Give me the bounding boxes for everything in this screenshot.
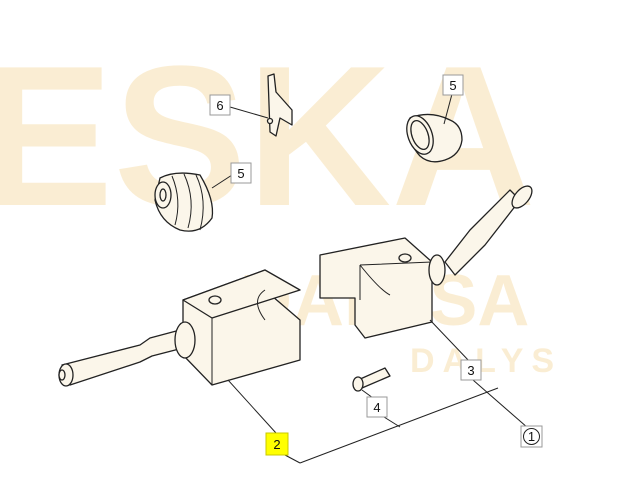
watermark-small: DALYS [410,342,562,380]
callout-4[interactable]: 4 [366,396,388,418]
callout-1[interactable]: 1 [520,425,543,448]
svg-text:5: 5 [237,166,244,181]
switch-left-part [58,269,301,387]
plate-part [267,73,293,137]
svg-text:6: 6 [216,98,223,113]
plate-hole [266,117,274,125]
bellows-left-part [154,172,214,232]
leader-lines [211,93,529,464]
callout-5-top[interactable]: 5 [442,74,464,96]
callout-2-highlighted[interactable]: 2 [265,432,289,456]
svg-text:4: 4 [373,400,380,415]
switch-right-part [319,185,533,339]
bellows-right-part [406,113,463,163]
callout-3[interactable]: 3 [460,359,482,381]
svg-text:3: 3 [467,363,474,378]
callout-6[interactable]: 6 [209,94,231,116]
screw-part [352,367,391,392]
svg-text:5: 5 [449,78,456,93]
svg-text:2: 2 [273,437,280,452]
callout-5-left[interactable]: 5 [230,162,252,184]
svg-text:1: 1 [528,429,535,444]
